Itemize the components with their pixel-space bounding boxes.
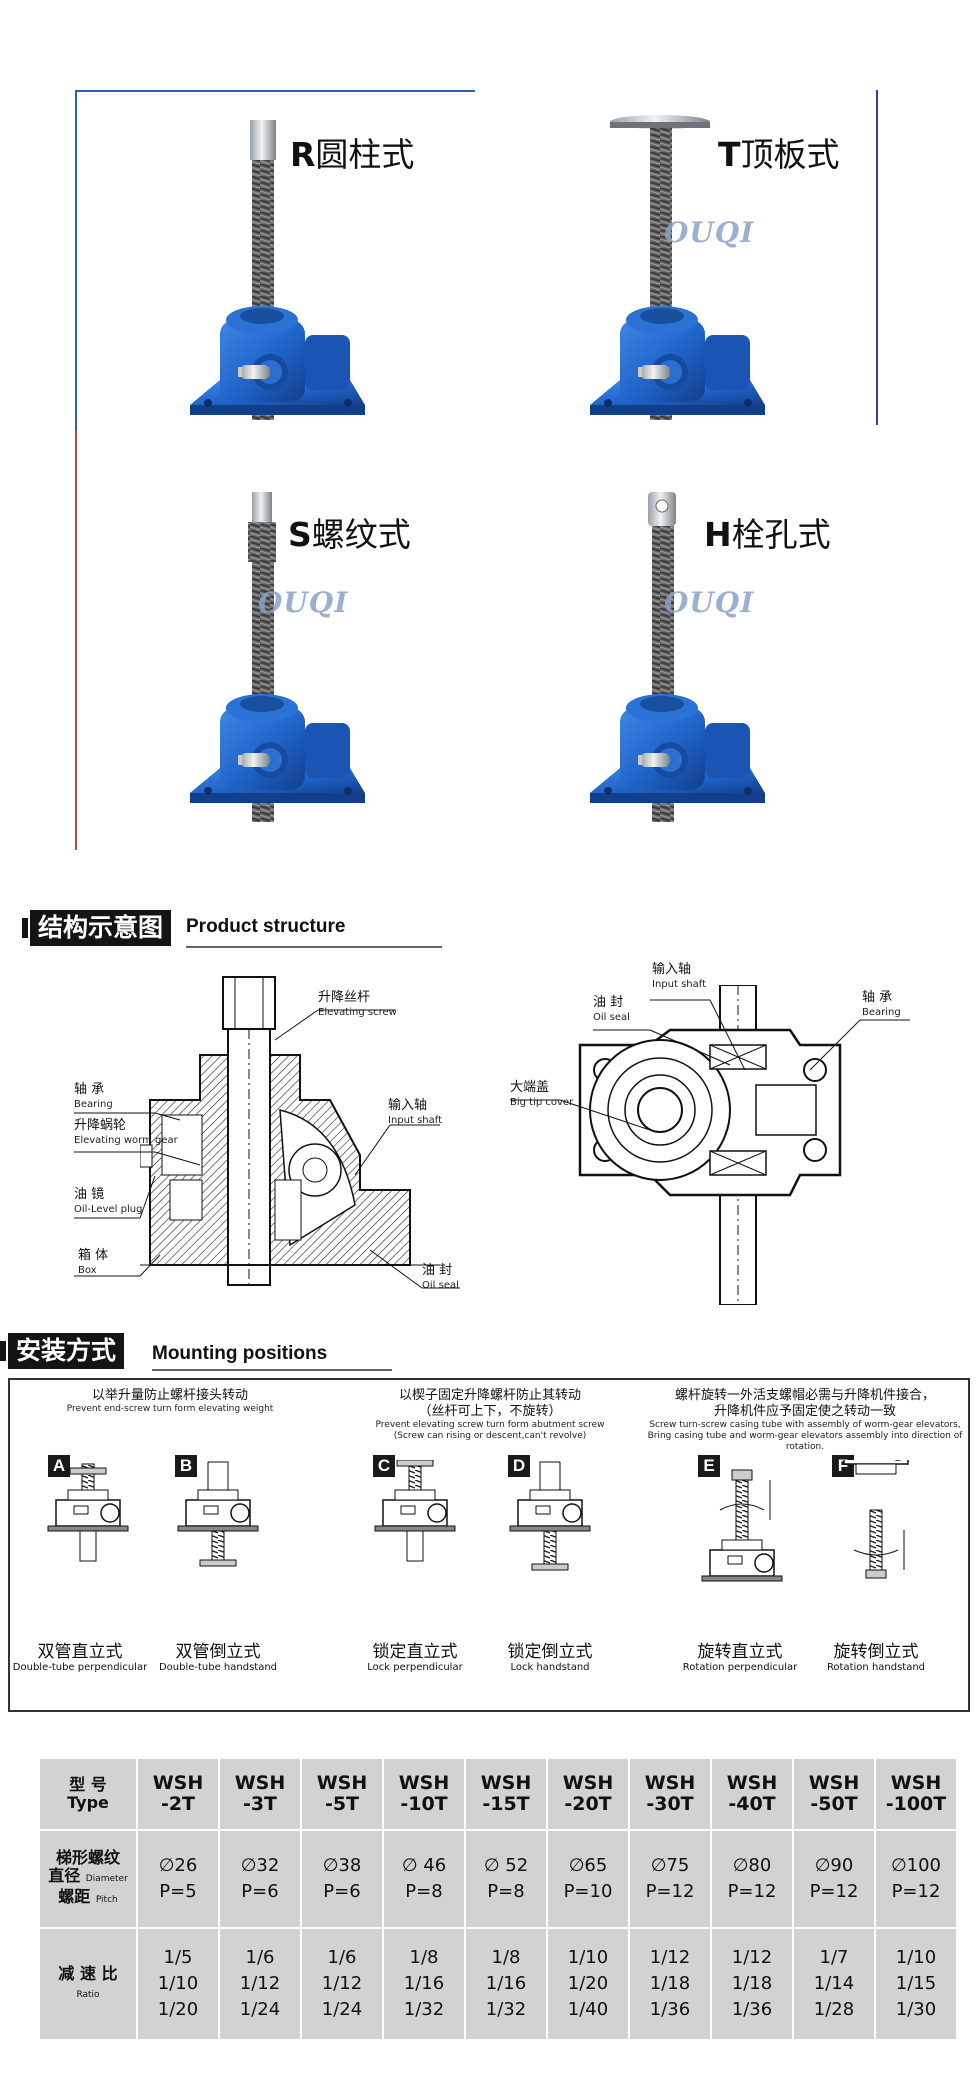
tag-a: A <box>48 1455 70 1477</box>
watermark-bottom-left: OUQI <box>258 586 349 619</box>
variant-r-label: R圆柱式 <box>290 135 415 174</box>
variant-t-label: T顶板式 <box>718 135 840 174</box>
thread-header: 梯形螺纹 直径 Diameter 螺距 Pitch <box>38 1829 138 1929</box>
model-cell: WSH-5T <box>300 1757 384 1831</box>
model-cell: WSH-30T <box>628 1757 712 1831</box>
heading-underline <box>186 946 442 948</box>
leader-lines-left <box>74 1009 460 1289</box>
mounting-heading-en: Mounting positions <box>152 1343 328 1364</box>
structure-heading-en: Product structure <box>186 916 346 937</box>
tag-c: C <box>373 1455 395 1477</box>
model-cell: WSH-15T <box>464 1757 548 1831</box>
heading-marker <box>22 918 28 938</box>
tag-b: B <box>175 1455 197 1477</box>
model-cell: WSH-50T <box>792 1757 876 1831</box>
note-ab: 以举升量防止螺杆接头转动 Prevent end-screw turn form… <box>66 1388 274 1414</box>
structure-heading: 结构示意图 Product structure <box>22 910 442 948</box>
note-cd: 以楔子固定升降螺杆防止其转动 （丝杆可上下，不旋转） Prevent eleva… <box>375 1388 605 1441</box>
model-cell: WSH-40T <box>710 1757 794 1831</box>
structure-heading-zh: 结构示意图 <box>30 910 172 946</box>
mounting-diagrams <box>47 1460 917 1582</box>
model-cell: WSH-20T <box>546 1757 630 1831</box>
variant-h-label: H栓孔式 <box>704 515 831 554</box>
frame-line-left-red <box>75 430 77 850</box>
model-cell: WSH-2T <box>136 1757 220 1831</box>
heading-marker <box>0 1341 6 1361</box>
variant-s-label: S螺纹式 <box>288 515 411 554</box>
frame-line-top <box>75 90 475 92</box>
mounting-heading: 安装方式 Mounting positions <box>0 1333 400 1371</box>
tag-d: D <box>508 1455 530 1477</box>
mounting-panel: 以举升量防止螺杆接头转动 Prevent end-screw turn form… <box>8 1378 970 1712</box>
mounting-heading-zh: 安装方式 <box>8 1333 125 1369</box>
frame-line-right <box>876 90 878 425</box>
tag-e: E <box>698 1455 720 1477</box>
model-cell: WSH-100T <box>874 1757 958 1831</box>
model-cell: WSH-3T <box>218 1757 302 1831</box>
watermark-bottom-right: OUQI <box>664 586 755 619</box>
heading-underline <box>152 1369 392 1371</box>
frame-line-left-blue <box>75 90 77 430</box>
structure-section-right <box>560 984 860 1306</box>
structure-section-left <box>139 975 460 1295</box>
model-cell: WSH-10T <box>382 1757 466 1831</box>
watermark-top-right: OUQI <box>664 216 755 249</box>
variant-h-image <box>580 488 800 828</box>
variant-s-image <box>180 488 380 828</box>
leader-lines-right <box>510 999 910 1131</box>
variant-r-image <box>180 110 380 430</box>
variant-t-image <box>580 110 800 430</box>
note-ef: 螺杆旋转一外活支螺帽必需与升降机件接合， 升降机件应予固定使之转动一致 Scre… <box>647 1388 963 1452</box>
